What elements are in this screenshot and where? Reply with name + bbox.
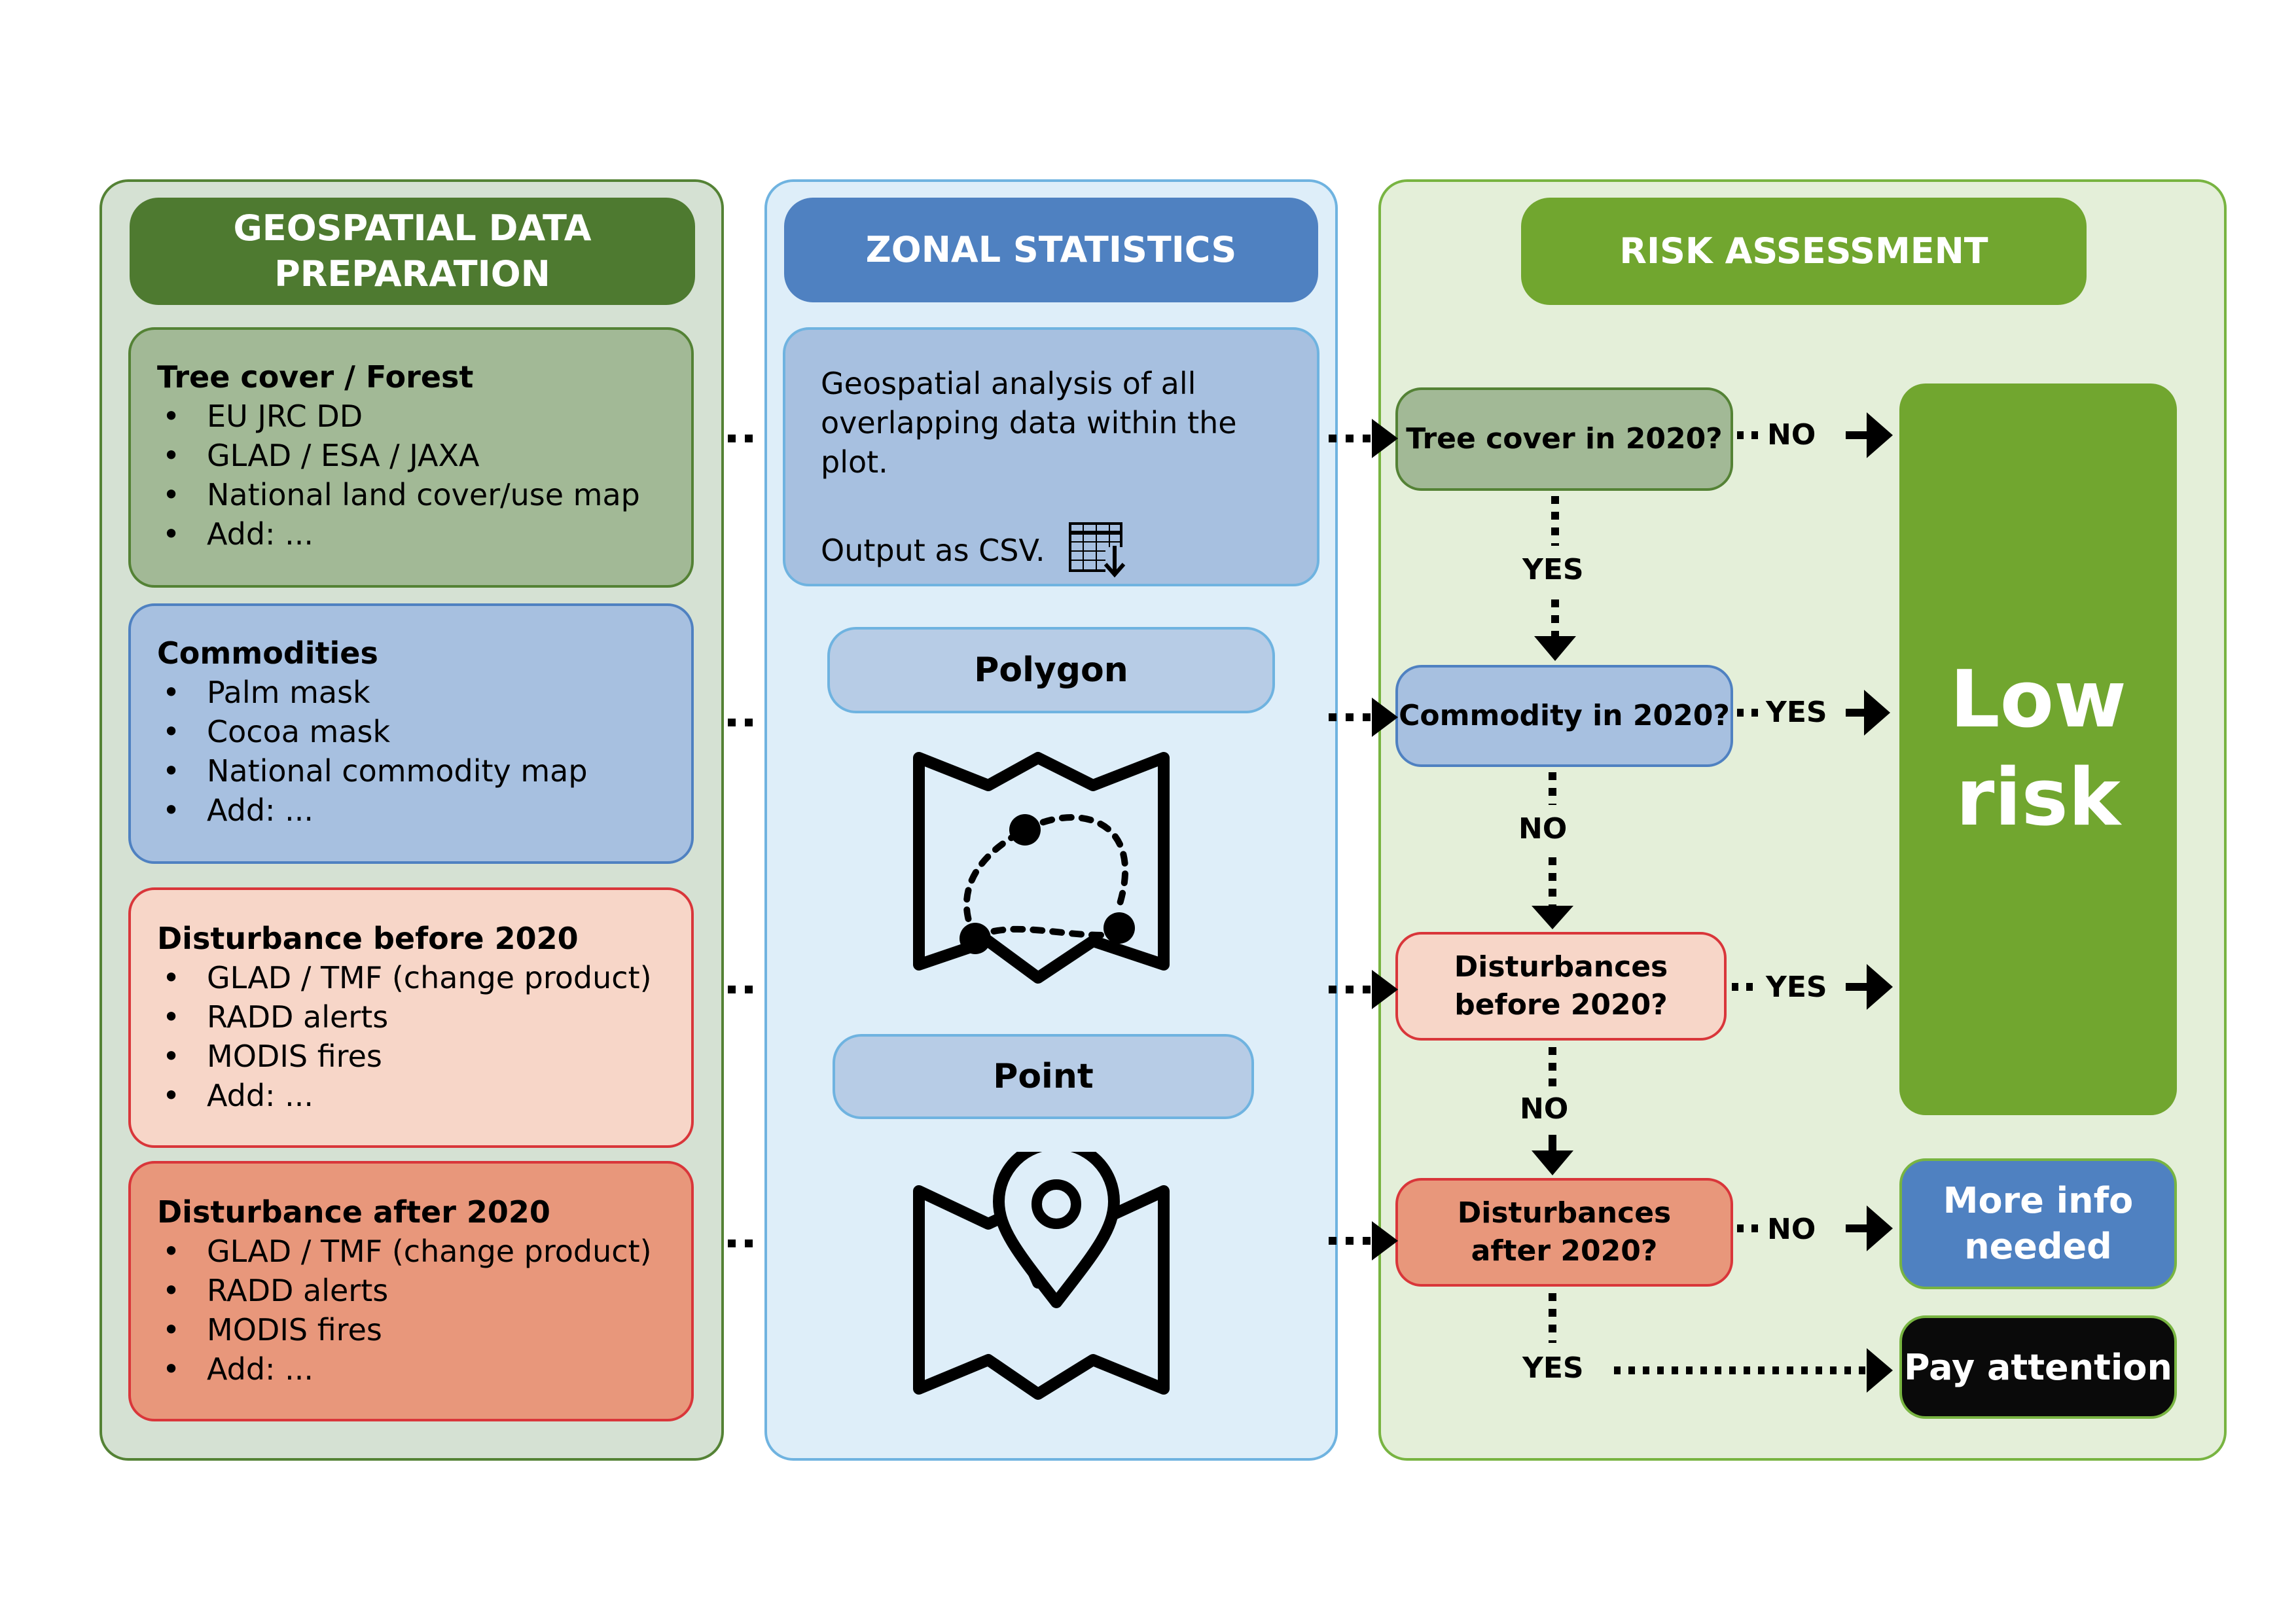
answer-label: YES	[1522, 553, 1584, 586]
list-item: Add: ...	[157, 1076, 665, 1115]
list-item: Cocoa mask	[157, 712, 665, 751]
list-item: MODIS fires	[157, 1310, 665, 1349]
question-disturbance-before: Disturbances before 2020?	[1395, 932, 1727, 1041]
list-item: GLAD / TMF (change product)	[157, 958, 665, 997]
question-disturbance-after: Disturbances after 2020?	[1395, 1178, 1733, 1287]
list-item: Palm mask	[157, 673, 665, 712]
list-item: RADD alerts	[157, 997, 665, 1037]
polygon-label: Polygon	[827, 627, 1275, 713]
outcome-more-info: More info needed	[1899, 1158, 2177, 1289]
card-commodities: Commodities Palm mask Cocoa mask Nationa…	[128, 603, 694, 864]
card-disturbance-before: Disturbance before 2020 GLAD / TMF (chan…	[128, 887, 694, 1148]
question-commodity: Commodity in 2020?	[1395, 665, 1733, 767]
answer-label: NO	[1518, 812, 1568, 846]
answer-label: YES	[1522, 1351, 1584, 1385]
polygon-map-icon	[913, 752, 1170, 984]
list-item: RADD alerts	[157, 1271, 665, 1310]
analysis-box: Geospatial analysis of all overlapping d…	[783, 327, 1319, 586]
card-title: Tree cover / Forest	[157, 359, 474, 395]
card-title: Disturbance before 2020	[157, 921, 579, 956]
list-item: Add: ...	[157, 1349, 665, 1389]
list-item: EU JRC DD	[157, 397, 665, 436]
answer-label: YES	[1766, 971, 1827, 1004]
outcome-low-risk: Low risk	[1899, 383, 2177, 1115]
list-item: GLAD / ESA / JAXA	[157, 436, 665, 475]
list-item: GLAD / TMF (change product)	[157, 1232, 665, 1271]
card-title: Commodities	[157, 635, 378, 671]
list-item: MODIS fires	[157, 1037, 665, 1076]
answer-label: YES	[1766, 696, 1827, 729]
card-title: Disturbance after 2020	[157, 1194, 550, 1230]
geospatial-header: GEOSPATIAL DATA PREPARATION	[130, 198, 695, 305]
risk-header: RISK ASSESSMENT	[1521, 198, 2087, 305]
list-item: National land cover/use map	[157, 475, 665, 514]
list-item: National commodity map	[157, 751, 665, 791]
list-item: Add: ...	[157, 791, 665, 830]
point-map-icon	[913, 1152, 1170, 1400]
answer-label: NO	[1520, 1092, 1569, 1126]
csv-download-icon	[1067, 521, 1130, 580]
zonal-header: ZONAL STATISTICS	[784, 198, 1318, 302]
output-text: Output as CSV.	[821, 533, 1045, 568]
card-disturbance-after: Disturbance after 2020 GLAD / TMF (chang…	[128, 1161, 694, 1421]
list-item: Add: ...	[157, 514, 665, 554]
outcome-pay-attention: Pay attention	[1899, 1315, 2177, 1419]
answer-label: NO	[1767, 418, 1816, 452]
analysis-text: Geospatial analysis of all overlapping d…	[821, 366, 1237, 480]
point-label: Point	[833, 1034, 1254, 1119]
answer-label: NO	[1767, 1213, 1816, 1246]
card-tree-cover: Tree cover / Forest EU JRC DD GLAD / ESA…	[128, 327, 694, 588]
